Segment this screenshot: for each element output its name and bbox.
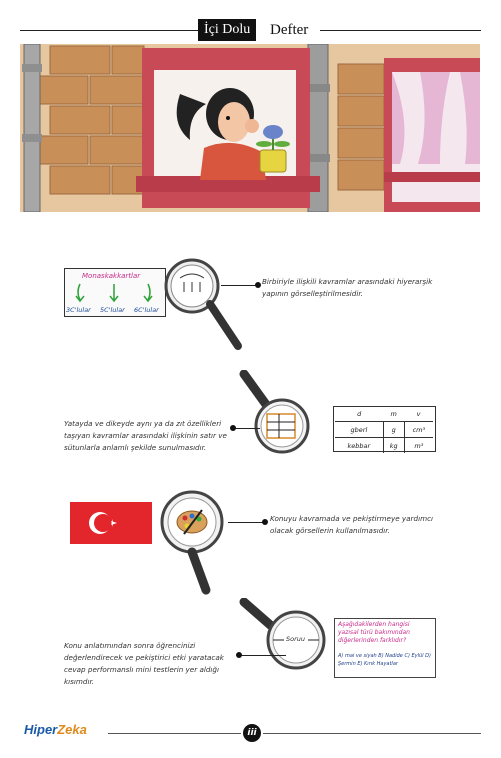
page-number: iii (243, 724, 261, 742)
question-lens-label: Soruu (286, 635, 306, 643)
note-pointer (228, 522, 264, 523)
footer-rule-left (108, 733, 241, 734)
table-header-cell: v (416, 410, 421, 418)
question-title: Aşağıdakilerden hangisi yazısal türü bak… (338, 621, 410, 644)
header-title-part2: Defter (270, 22, 309, 38)
note-pointer (240, 655, 286, 656)
concept-map-title: Monaskakkartlar (82, 272, 141, 280)
table-cell: m³ (414, 441, 424, 450)
table-cell: g (383, 421, 405, 438)
note-text: Konuyu kavramada ve pekiştirmeye yardımc… (270, 514, 434, 535)
magnifier-icon (239, 370, 310, 454)
note-bullet (230, 425, 236, 431)
table-cell: cm³ (412, 425, 426, 434)
question-box (334, 618, 436, 678)
magnifier-icon (160, 490, 224, 595)
header-title-part1: İçi Dolu (198, 19, 257, 41)
magnifier-icon (239, 598, 326, 670)
concept-map-label-1: 3C'lular (66, 306, 91, 314)
concept-map-box (64, 268, 166, 317)
header-rule-right (320, 30, 481, 31)
table-header-cell: m (390, 410, 397, 418)
header-rule-left (20, 30, 198, 31)
magnifier-icon (164, 258, 242, 350)
example-table: d m v gberl g cm³ kebbar kg m³ (335, 407, 433, 453)
table-cell: gberl (335, 421, 384, 438)
woman-figure (176, 88, 266, 180)
concept-map-label-3: 6C'lular (134, 306, 159, 314)
concept-map-label-2: 5C'lular (100, 306, 125, 314)
note-bullet (236, 652, 242, 658)
concept-map-arrows (75, 283, 153, 303)
note-text: Birbiriyle ilişkili kavramlar arasındaki… (262, 277, 433, 298)
note-bullet (255, 282, 261, 288)
brand-logo: HiperZeka (24, 722, 87, 737)
logo-text-part1: Hiper (24, 722, 58, 737)
logo-text-part2: Zeka (57, 722, 87, 737)
turkish-flag-icon (70, 502, 152, 544)
question-options: A) mai ve siyah B) Nadide C) Eylül D) Şe… (338, 653, 431, 667)
note-pointer (234, 428, 260, 429)
table-cell: kg (383, 437, 405, 453)
flower-pot (256, 125, 290, 173)
note-text: Konu anlatımından sonra öğrencinizi değe… (64, 641, 224, 686)
table-cell: kebbar (335, 437, 384, 453)
note-text: Yatayda ve dikeyde aynı ya da zıt özelli… (64, 419, 227, 452)
table-header-cell: d (357, 410, 362, 418)
drain-pipes (22, 44, 330, 212)
right-window (384, 58, 480, 212)
window-illustration (20, 44, 480, 212)
note-bullet (262, 519, 268, 525)
footer-rule-right (263, 733, 481, 734)
note-pointer (221, 285, 257, 286)
